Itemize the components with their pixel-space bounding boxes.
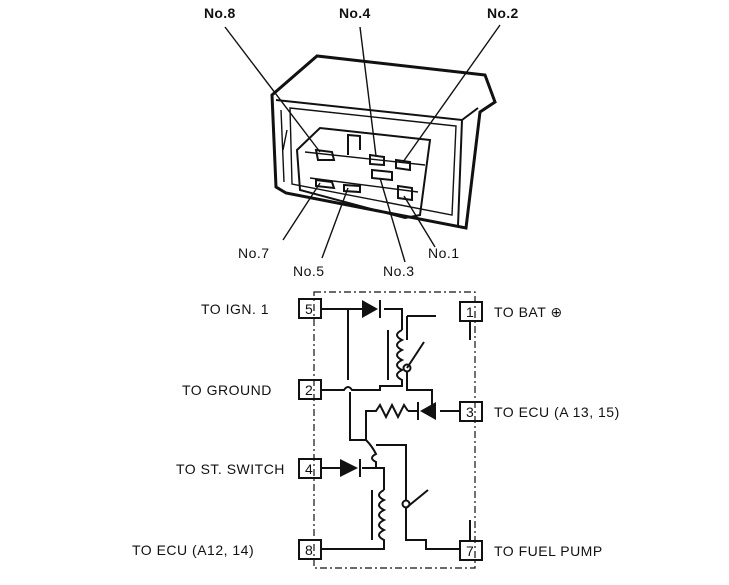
pin-1 [397, 184, 413, 202]
label-no2: No.2 [487, 5, 519, 21]
label-no8: No.8 [204, 5, 236, 21]
diode-st-switch [340, 459, 361, 477]
leader-no4 [359, 26, 377, 157]
housing-edges [275, 99, 479, 227]
label-no5: No.5 [293, 263, 325, 279]
svg-text:8: 8 [305, 542, 313, 558]
svg-text:3: 3 [466, 404, 474, 420]
socket-inner [304, 151, 426, 193]
label-no1: No.1 [428, 245, 460, 261]
relay-enclosure [313, 291, 476, 569]
terminal-8-label: TO ECU (A12, 14) [132, 542, 254, 558]
housing-left-side [280, 109, 288, 183]
leader-no8 [224, 26, 321, 153]
svg-text:5: 5 [305, 301, 313, 317]
leader-no7 [282, 182, 321, 241]
schematic-wiring [321, 308, 471, 550]
svg-text:2: 2 [305, 382, 313, 398]
terminal-8: 8 [298, 539, 322, 560]
diode-ign [362, 300, 381, 318]
leader-no1 [403, 195, 436, 248]
socket-frame [295, 126, 432, 220]
label-no3: No.3 [383, 263, 415, 279]
terminal-1-label: TO BAT ⊕ [494, 304, 563, 320]
label-no4: No.4 [339, 5, 371, 21]
terminal-2-label: TO GROUND [182, 382, 272, 398]
leader-no2 [402, 24, 501, 163]
terminal-2: 2 [298, 379, 322, 400]
pin-4 [369, 153, 385, 167]
svg-text:1: 1 [466, 304, 474, 320]
terminal-3: 3 [459, 401, 483, 422]
center-key [347, 133, 361, 155]
pin-3 [371, 168, 393, 182]
terminal-1: 1 [459, 301, 483, 322]
svg-text:7: 7 [466, 543, 474, 559]
terminal-7-label: TO FUEL PUMP [494, 543, 603, 559]
leader-no5 [321, 187, 349, 259]
terminal-4-label: TO ST. SWITCH [176, 461, 285, 477]
housing-outline [270, 54, 497, 230]
terminal-5: 5 [298, 298, 322, 319]
terminal-5-label: TO IGN. 1 [201, 301, 269, 317]
leader-no3 [379, 177, 406, 263]
pin-2 [395, 158, 411, 172]
relay-housing-drawing [224, 24, 501, 263]
terminal-4: 4 [298, 458, 322, 479]
svg-text:4: 4 [305, 461, 313, 477]
terminal-3-label: TO ECU (A 13, 15) [494, 404, 620, 420]
pin-5 [343, 183, 361, 194]
diode-ecu [417, 402, 436, 420]
pin-7 [315, 178, 336, 190]
housing-inner-face [289, 107, 457, 216]
label-no7: No.7 [238, 245, 270, 261]
pin-8 [314, 148, 336, 161]
terminal-7: 7 [459, 540, 483, 561]
